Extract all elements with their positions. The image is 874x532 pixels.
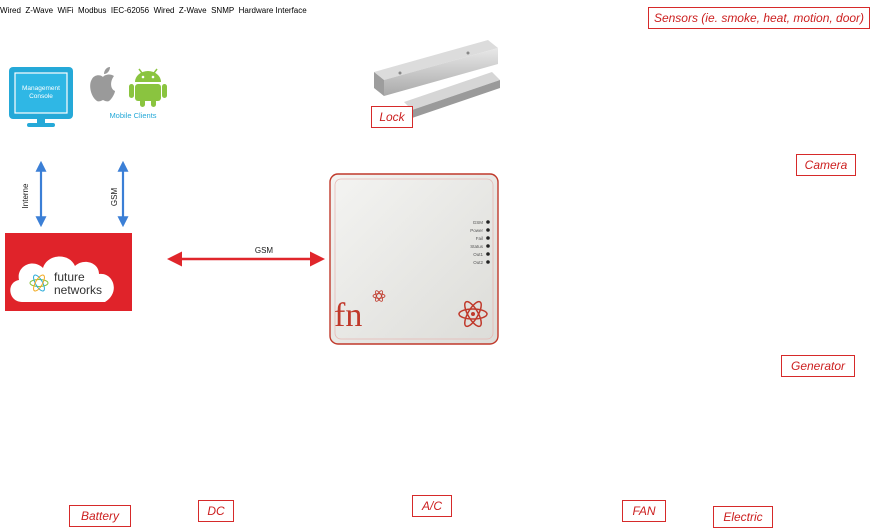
dc-label: DC — [198, 500, 234, 522]
atom-logo-icon — [29, 274, 49, 292]
cloud-brand-line1: future — [54, 270, 85, 284]
zwave-ac-link-arrow: Z-Wave SNMP Hardware Interface Sensors (… — [69, 0, 870, 528]
gsm-cloud-link-label: GSM — [255, 246, 274, 255]
led-label-gsm: GSM — [473, 220, 484, 225]
led-label-fail: Fail — [476, 236, 483, 241]
internet-link-label: Interne — [21, 183, 30, 208]
mobile-clients-label: Mobile Clients — [109, 111, 156, 120]
led-label-status: Status — [470, 244, 484, 249]
management-console-label-1: Management — [22, 85, 60, 92]
generator-label: Generator — [781, 355, 855, 377]
hub-logo-atom-icon — [372, 290, 386, 302]
led-label-out2: Out2 — [473, 260, 483, 265]
hardware-interface-link-label: Hardware Interface — [238, 6, 307, 15]
ac-label: A/C — [412, 495, 452, 517]
lock-label: Lock — [371, 106, 413, 128]
iec-link-label: IEC-62056 — [110, 6, 150, 15]
zwave-sensors-link-label: Z-Wave — [25, 6, 54, 15]
magnetic-lock-image — [374, 40, 500, 118]
wired-lock-link-label: Wired — [0, 6, 21, 15]
camera-label: Camera — [796, 154, 856, 176]
wifi-link-arrow: WiFi Modbus IEC-62056 Wired — [57, 0, 870, 528]
led-label-power: Power — [470, 228, 483, 233]
zwave-sensors-link-arrow: Z-Wave WiFi Modbus IEC-62056 — [25, 0, 870, 528]
snmp-link-arrow: SNMP Hardware Interface Sensors (ie. smo… — [69, 0, 870, 528]
snmp-link-label: SNMP — [211, 6, 235, 15]
future-networks-cloud — [5, 233, 132, 311]
apple-icon — [90, 67, 115, 102]
android-icon — [129, 68, 167, 107]
gsm-mobile-link-label: GSM — [110, 188, 119, 207]
battery-label: Battery — [69, 505, 131, 527]
hub-atom-icon — [458, 300, 488, 328]
monitor-icon — [9, 67, 73, 127]
hub-led-panel: GSM Power Fail Status Out1 Out2 — [470, 220, 490, 265]
cloud-brand-line2: networks — [54, 283, 102, 297]
iec-link-arrow: IEC-62056 Wired Z-Wave SNMP — [69, 0, 870, 528]
fan-label: FAN — [622, 500, 666, 522]
wifi-link-label: WiFi — [57, 6, 74, 15]
led-label-out1: Out1 — [473, 252, 483, 257]
modbus-link-label: Modbus — [77, 6, 107, 15]
management-console-label-2: Console — [29, 93, 53, 100]
modbus-link-arrow: Modbus IEC-62056 Wired Z-Wave — [69, 0, 870, 528]
hub-logo: fn — [334, 297, 362, 334]
sensors-label: Sensors (ie. smoke, heat, motion, door) — [648, 7, 870, 29]
wired-fan-link-label: Wired — [153, 6, 175, 15]
electric-label: Electric — [713, 506, 773, 528]
fn-hub-device — [329, 173, 499, 345]
wired-fan-link-arrow: Wired Z-Wave SNMP Hardware Interface Sen… — [69, 0, 870, 528]
hardware-interface-link-arrow: Hardware Interface Sensors (ie. smoke, h… — [69, 0, 870, 528]
zwave-ac-link-label: Z-Wave — [178, 6, 207, 15]
